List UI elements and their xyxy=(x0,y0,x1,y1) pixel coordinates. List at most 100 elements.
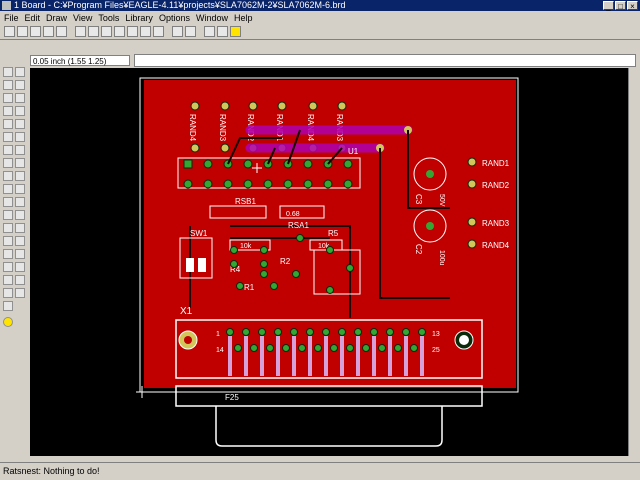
via-icon[interactable] xyxy=(3,262,13,272)
rsb1-label: RSB1 xyxy=(235,197,256,206)
u1-label: U1 xyxy=(348,147,359,156)
coordinate-bar: 0.05 inch (1.55 1.25) xyxy=(0,53,640,67)
cursor-cross xyxy=(252,163,262,173)
text-icon[interactable] xyxy=(15,223,25,233)
status-text: Ratsnest: Nothing to do! xyxy=(3,466,100,476)
print-icon[interactable] xyxy=(30,26,41,37)
menu-tools[interactable]: Tools xyxy=(98,12,120,23)
signal-icon[interactable] xyxy=(15,262,25,272)
close-button[interactable]: × xyxy=(627,1,638,11)
zoom-fit-icon[interactable] xyxy=(101,26,112,37)
open-icon[interactable] xyxy=(4,26,15,37)
title-bar: 1 Board - C:¥Program Files¥EAGLE-4.11¥pr… xyxy=(0,0,640,11)
menu-edit[interactable]: Edit xyxy=(24,12,41,23)
miter-icon[interactable] xyxy=(15,184,25,194)
add-icon[interactable] xyxy=(3,145,13,155)
menu-window[interactable]: Window xyxy=(195,12,228,23)
route-icon[interactable] xyxy=(3,210,13,220)
zoom-out-icon[interactable] xyxy=(127,26,138,37)
pinswap-icon[interactable] xyxy=(15,145,25,155)
replace-icon[interactable] xyxy=(3,158,13,168)
go-icon[interactable] xyxy=(217,26,228,37)
menu-help[interactable]: Help xyxy=(233,12,253,23)
zoom-in-icon[interactable] xyxy=(114,26,125,37)
help-icon[interactable] xyxy=(230,26,241,37)
errors-icon[interactable] xyxy=(3,301,13,311)
dsub-mount-left-hole xyxy=(184,336,192,344)
sw1-lever-a xyxy=(186,258,194,272)
display-icon[interactable] xyxy=(3,80,13,90)
split-icon[interactable] xyxy=(3,197,13,207)
sw1-label: SW1 xyxy=(190,229,208,238)
r5-label: R5 xyxy=(328,229,339,238)
menu-view[interactable]: View xyxy=(73,12,93,23)
vertical-scrollbar[interactable] xyxy=(628,68,640,456)
rand1-label: RAND1 xyxy=(482,159,510,168)
ulp-icon[interactable] xyxy=(88,26,99,37)
maximize-button[interactable]: □ xyxy=(615,1,626,11)
menu-library[interactable]: Library xyxy=(125,12,153,23)
ratsnest-icon[interactable] xyxy=(15,275,25,285)
zoom-select-icon[interactable] xyxy=(153,26,164,37)
eagle-app-icon xyxy=(2,1,11,10)
mirror-icon[interactable] xyxy=(3,106,13,116)
cap-voltage-label: 50V xyxy=(438,194,445,207)
save-icon[interactable] xyxy=(17,26,28,37)
drc-icon[interactable] xyxy=(15,288,25,298)
rotate-icon[interactable] xyxy=(15,106,25,116)
polygon-icon[interactable] xyxy=(15,249,25,259)
paste-icon[interactable] xyxy=(3,132,13,142)
r10k-a-outline xyxy=(229,239,271,251)
c2-outline xyxy=(413,157,447,191)
redraw-icon[interactable] xyxy=(140,26,151,37)
value-icon[interactable] xyxy=(15,171,25,181)
menu-file[interactable]: File xyxy=(4,12,19,23)
pin13-label: 13 xyxy=(432,331,440,338)
purple-routes xyxy=(245,125,413,153)
cam-icon[interactable] xyxy=(43,26,54,37)
dsub-fingers xyxy=(228,336,424,376)
r4-label: R4 xyxy=(230,265,241,274)
lock-icon[interactable] xyxy=(15,158,25,168)
smash-icon[interactable] xyxy=(3,184,13,194)
large-part-outline xyxy=(313,249,361,295)
circle-icon[interactable] xyxy=(3,236,13,246)
delete-icon[interactable] xyxy=(15,132,25,142)
show-icon[interactable] xyxy=(15,67,25,77)
mark-icon[interactable] xyxy=(15,80,25,90)
help-icon-left[interactable] xyxy=(3,317,13,327)
stop-icon[interactable] xyxy=(204,26,215,37)
group-icon[interactable] xyxy=(3,119,13,129)
board-canvas[interactable]: RAND4 RAND3 RAND2 RAND1 RAND4 RAND3 U1 R… xyxy=(30,68,628,456)
schematic-icon[interactable] xyxy=(56,26,67,37)
r68-label: 0.68 xyxy=(286,211,300,218)
status-bar: Ratsnest: Nothing to do! xyxy=(0,462,640,480)
mid-pads xyxy=(230,234,354,294)
copy-icon[interactable] xyxy=(15,93,25,103)
move-icon[interactable] xyxy=(3,93,13,103)
menu-options[interactable]: Options xyxy=(158,12,190,23)
pin25-label: 25 xyxy=(432,347,440,354)
undo-icon[interactable] xyxy=(172,26,183,37)
rand-label-2: RAND3 xyxy=(218,114,227,142)
auto-icon[interactable] xyxy=(3,288,13,298)
rand3-label: RAND3 xyxy=(482,219,510,228)
minimize-button[interactable]: _ xyxy=(603,1,614,11)
rect-icon[interactable] xyxy=(3,249,13,259)
menu-draw[interactable]: Draw xyxy=(46,12,68,23)
pcb-drawing: RAND4 RAND3 RAND2 RAND1 RAND4 RAND3 U1 R… xyxy=(136,77,519,447)
ripup-icon[interactable] xyxy=(15,210,25,220)
arc-icon[interactable] xyxy=(15,236,25,246)
wire-icon[interactable] xyxy=(3,223,13,233)
name-icon[interactable] xyxy=(3,171,13,181)
hole-icon[interactable] xyxy=(3,275,13,285)
sw1-outline xyxy=(179,237,213,279)
origin-cross xyxy=(136,386,148,398)
info-icon[interactable] xyxy=(3,67,13,77)
script-icon[interactable] xyxy=(75,26,86,37)
command-input[interactable] xyxy=(134,53,636,67)
redo-icon[interactable] xyxy=(185,26,196,37)
optimize-icon[interactable] xyxy=(15,197,25,207)
r1-label: R1 xyxy=(244,283,255,292)
change-icon[interactable] xyxy=(15,119,25,129)
